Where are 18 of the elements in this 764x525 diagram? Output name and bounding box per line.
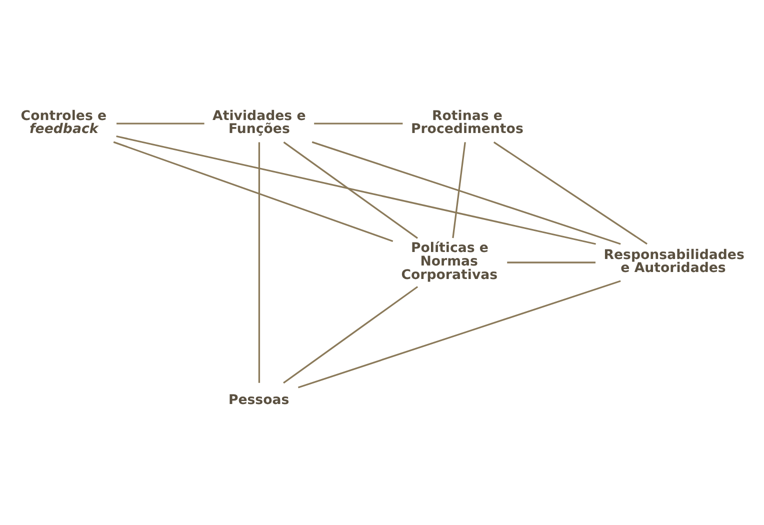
connector [116, 135, 596, 245]
connector [312, 141, 621, 245]
node-text: Responsabilidades e Autoridades [604, 248, 744, 276]
node-text: Controles e feedback [20, 108, 107, 138]
connector [283, 286, 418, 384]
connector [258, 142, 260, 383]
connector [314, 122, 403, 124]
node-text: Atividades e Funções [212, 108, 306, 138]
connector [283, 142, 418, 239]
connector [507, 262, 596, 264]
connector [116, 122, 204, 124]
node-text: Pessoas [228, 392, 290, 408]
connector [493, 142, 648, 245]
node-text: Políticas e Normas Corporativas [401, 241, 498, 283]
connector [113, 141, 394, 242]
connector [298, 280, 621, 388]
node-text: Rotinas e Procedimentos [410, 108, 524, 138]
connector [452, 142, 466, 238]
